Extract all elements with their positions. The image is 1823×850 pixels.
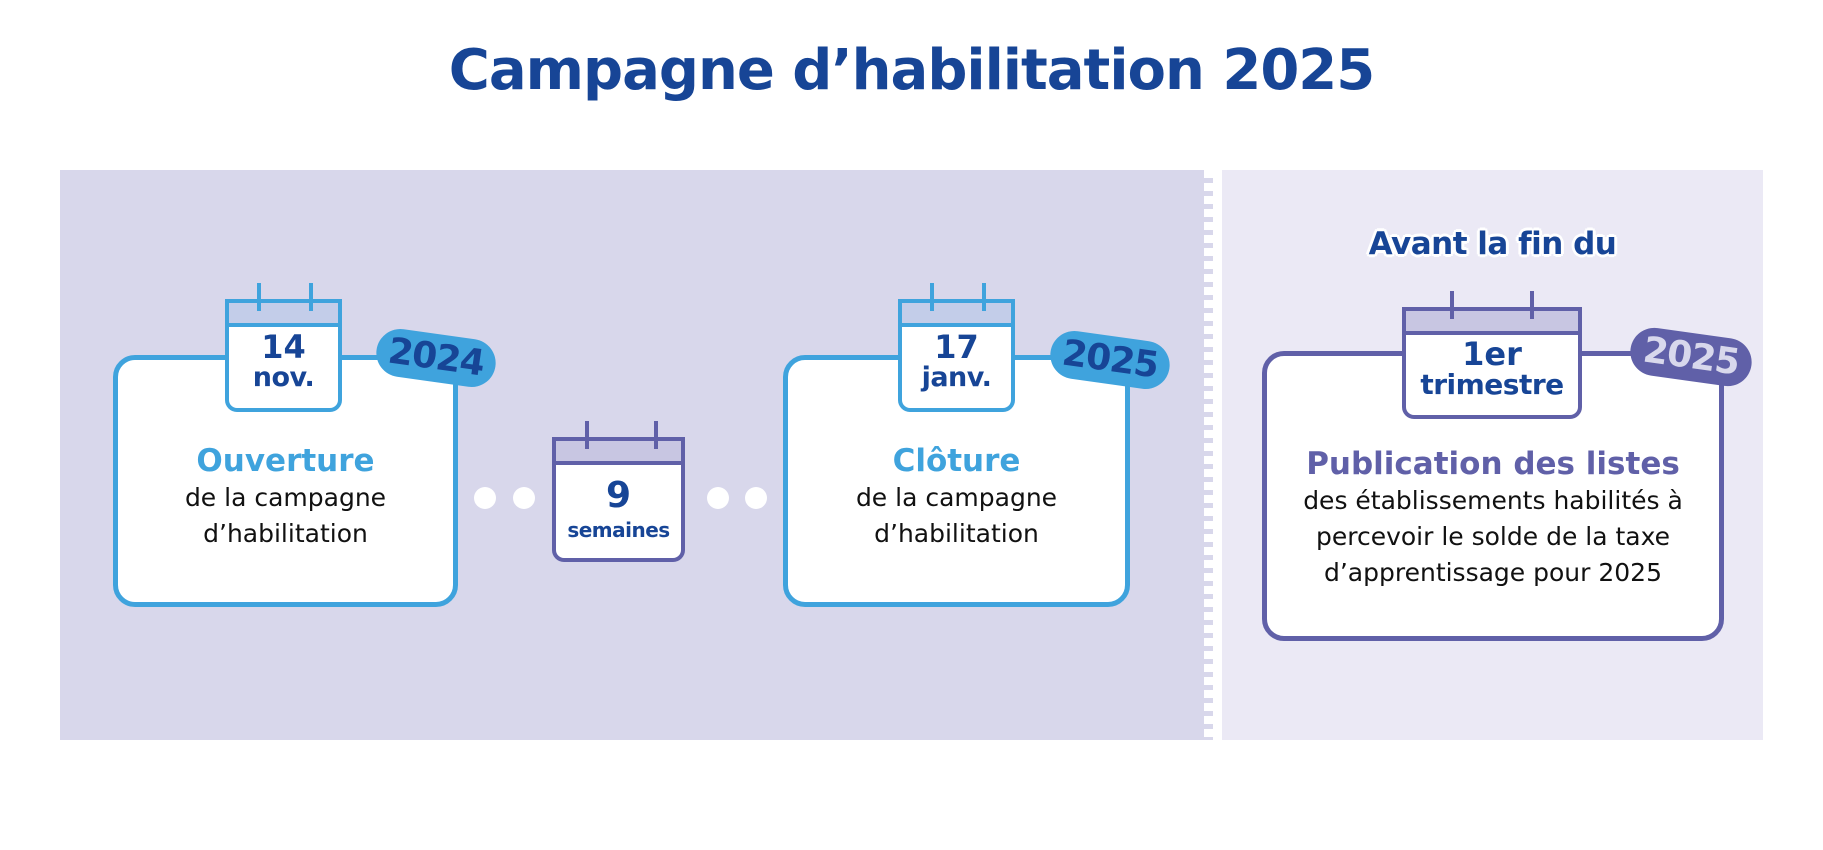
publication-line-1: des établissements habilités à — [1303, 486, 1683, 515]
calendar-icon: 14 nov. — [225, 283, 342, 412]
opening-line-2: d’habilitation — [203, 519, 368, 548]
duration-unit: semaines — [567, 518, 670, 542]
publication-period-top: 1er — [1462, 335, 1522, 373]
publication-line-2: percevoir le solde de la taxe — [1315, 522, 1671, 551]
calendar-header-band — [229, 303, 338, 327]
calendar-icon: 17 janv. — [898, 283, 1015, 412]
closing-line-2: d’habilitation — [874, 519, 1039, 548]
opening-day: 14 — [261, 328, 306, 366]
calendar-ring — [257, 283, 261, 311]
calendar-icon: 1er trimestre — [1402, 291, 1582, 419]
publication-card: Publication des listes des établissement… — [1262, 351, 1724, 641]
calendar-ring — [1530, 291, 1534, 319]
calendar-ring — [585, 421, 589, 449]
calendar-ring — [1450, 291, 1454, 319]
closing-line-1: de la campagne — [855, 483, 1058, 512]
closing-day: 17 — [934, 328, 979, 366]
publication-period-bottom: trimestre — [1420, 368, 1564, 401]
calendar-header-band — [902, 303, 1011, 327]
calendar-header-band — [556, 441, 681, 465]
timeline-dot — [474, 487, 496, 509]
opening-heading: Ouverture — [196, 443, 375, 479]
timeline-dot — [707, 487, 729, 509]
dashed-divider — [1204, 170, 1222, 740]
timeline-dot — [745, 487, 767, 509]
publication-line-3: d’apprentissage pour 2025 — [1323, 558, 1662, 587]
calendar-ring — [309, 283, 313, 311]
opening-line-1: de la campagne — [184, 483, 387, 512]
opening-month: nov. — [252, 362, 315, 393]
page-title: Campagne d’habilitation 2025 — [448, 38, 1375, 103]
timeline-dot — [513, 487, 535, 509]
calendar-icon: 9 semaines — [552, 421, 685, 562]
calendar-header-band — [1406, 311, 1578, 335]
duration-value: 9 — [605, 475, 632, 516]
opening-card: Ouverture de la campagne d’habilitation — [113, 355, 458, 607]
publication-heading: Publication des listes — [1306, 446, 1680, 482]
calendar-ring — [982, 283, 986, 311]
calendar-ring — [654, 421, 658, 449]
closing-month: janv. — [921, 362, 992, 393]
closing-heading: Clôture — [892, 443, 1021, 479]
calendar-ring — [930, 283, 934, 311]
publication-header: Avant la fin du — [1368, 226, 1617, 262]
